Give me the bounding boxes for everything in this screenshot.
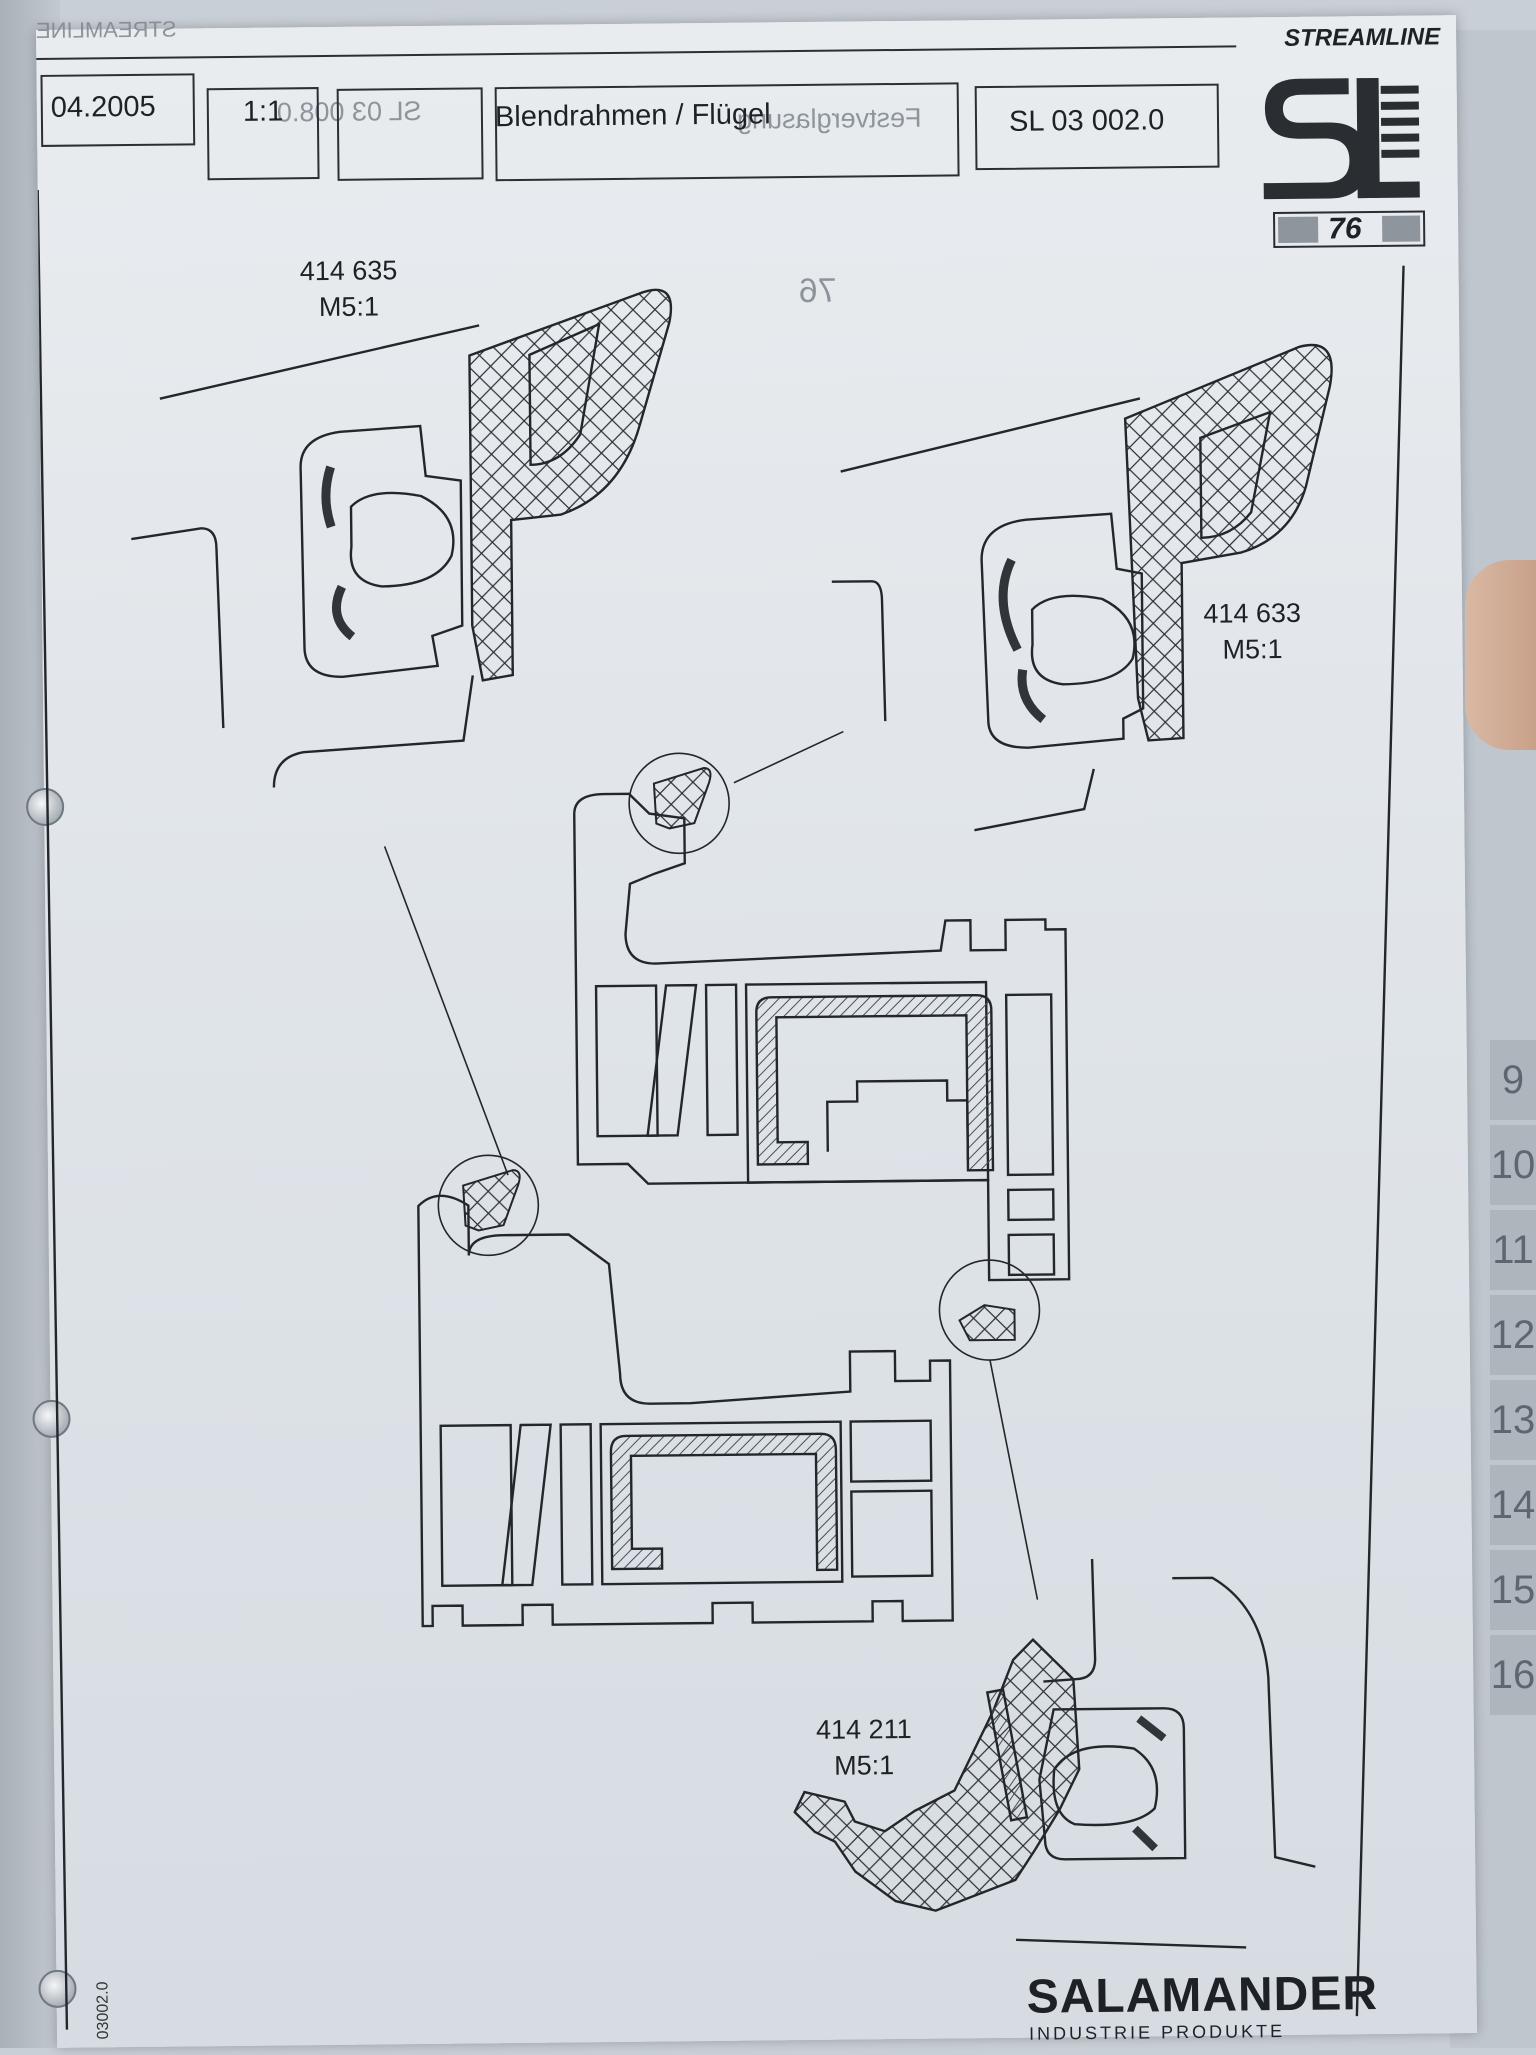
window-profile-cross-section bbox=[36, 189, 1405, 2030]
index-tab[interactable]: 11 bbox=[1490, 1210, 1536, 1290]
salamander-subtitle: INDUSTRIE PRODUKTE bbox=[1028, 2021, 1286, 2044]
index-tab[interactable]: 10 bbox=[1490, 1125, 1536, 1205]
index-tab[interactable]: 15 bbox=[1490, 1550, 1536, 1630]
index-tab[interactable]: 13 bbox=[1490, 1380, 1536, 1460]
index-tab[interactable]: 9 bbox=[1490, 1040, 1536, 1120]
index-tab[interactable]: 12 bbox=[1490, 1295, 1536, 1375]
holding-thumb bbox=[1465, 560, 1536, 750]
index-tab[interactable]: 14 bbox=[1490, 1465, 1536, 1545]
drawing-sheet: STREAMLINE SL 03 008.0 Festverglasung 76… bbox=[25, 15, 1478, 2048]
index-tab[interactable]: 16 bbox=[1490, 1635, 1536, 1715]
sl-76-logo bbox=[1258, 55, 1430, 257]
